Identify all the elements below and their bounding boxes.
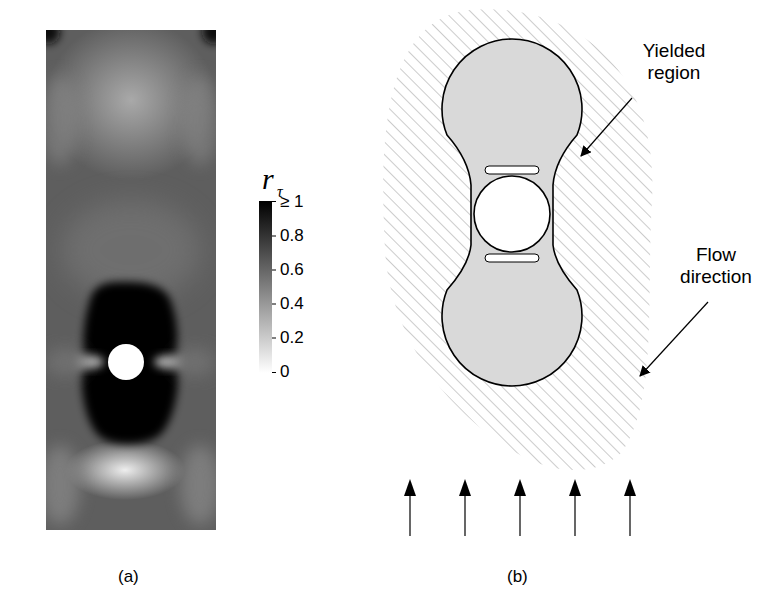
colorbar-tick-label: 0.2 bbox=[280, 328, 304, 348]
callout-label: Flow direction bbox=[660, 244, 772, 288]
unyielded-lens bbox=[485, 254, 539, 262]
colorbar bbox=[259, 201, 272, 373]
panel-label: (a) bbox=[118, 567, 139, 587]
colorbar-tick-label: 0.4 bbox=[280, 294, 304, 314]
cylinder bbox=[474, 176, 550, 252]
colorbar-tick-label: 0.6 bbox=[280, 260, 304, 280]
yielded-region-shape bbox=[442, 39, 582, 386]
colorbar-tick-label: ≥ 1 bbox=[280, 192, 304, 212]
flow-arrows bbox=[404, 479, 636, 536]
stress-field bbox=[46, 30, 216, 530]
colorbar-title: r bbox=[262, 162, 274, 197]
hatched-unyielded-region bbox=[383, 9, 652, 470]
callout-label: Yielded region bbox=[634, 40, 714, 84]
panel-label: (b) bbox=[507, 567, 528, 587]
leader-arrow bbox=[581, 98, 632, 156]
colorbar-tick-label: 0.8 bbox=[280, 226, 304, 246]
unyielded-lens bbox=[485, 166, 539, 174]
colorbar-ticks bbox=[272, 202, 276, 373]
leader-arrow bbox=[640, 302, 708, 376]
colorbar-tick-label: 0 bbox=[280, 362, 289, 382]
